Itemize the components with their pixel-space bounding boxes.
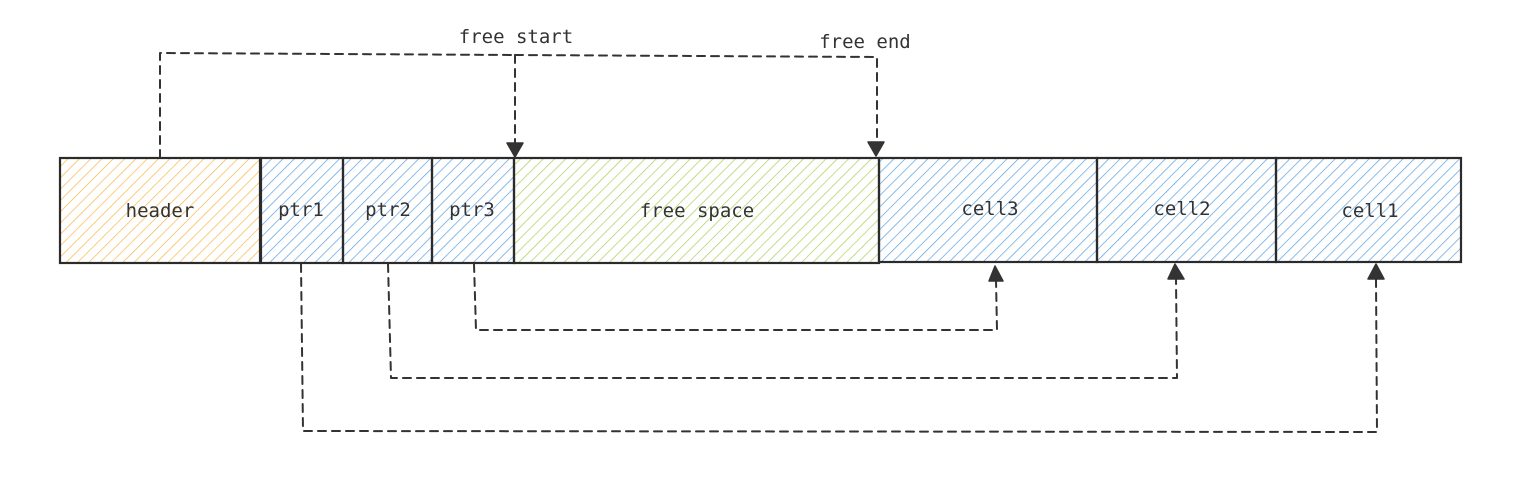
cell3-arrowhead — [988, 265, 1004, 282]
cell1-arrowhead — [1367, 263, 1385, 280]
header-to-free-pointers — [159, 52, 885, 159]
cell2-segment: cell2 — [1095, 156, 1278, 264]
ptr1-label: ptr1 — [278, 199, 324, 221]
ptr1-to-cell1-connector — [300, 263, 1385, 433]
free-start-label: free start — [459, 26, 573, 48]
header-label: header — [126, 200, 195, 222]
cell3-label: cell3 — [961, 198, 1018, 220]
ptr3-segment: ptr3 — [430, 156, 516, 265]
cell3-segment: cell3 — [877, 156, 1099, 264]
cell1-label: cell1 — [1341, 200, 1398, 222]
free-space-segment: free space — [512, 156, 881, 265]
free-end-label: free end — [819, 31, 911, 53]
cell1-segment: cell1 — [1274, 156, 1463, 264]
ptr2-label: ptr2 — [365, 199, 411, 221]
ptr2-segment: ptr2 — [341, 156, 434, 265]
ptr1-segment: ptr1 — [259, 156, 345, 265]
header-segment: header — [58, 156, 262, 265]
ptr3-label: ptr3 — [449, 199, 495, 221]
cell2-arrowhead — [1167, 263, 1185, 280]
free-space-label: free space — [640, 200, 754, 222]
cell2-label: cell2 — [1153, 198, 1210, 220]
ptr3-to-cell3-connector — [473, 263, 1004, 331]
free-start-arrowhead — [506, 142, 524, 158]
free-end-arrowhead — [867, 141, 885, 157]
ptr2-to-cell2-connector — [387, 263, 1185, 379]
